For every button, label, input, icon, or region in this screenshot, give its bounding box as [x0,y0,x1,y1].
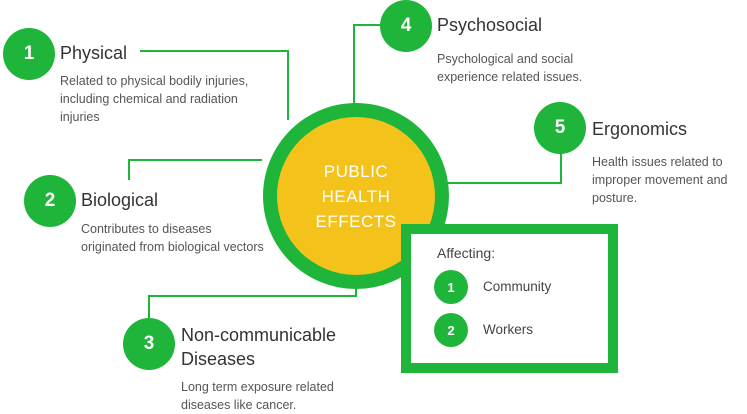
title-biological: Biological [81,190,159,210]
hub-inner: PUBLIC HEALTH EFFECTS [277,117,435,275]
title-physical: Physical [60,43,128,63]
affecting-label-workers: Workers [483,322,534,337]
desc-noncommunicable: Long term exposure related diseases like… [181,380,334,412]
desc-physical: Related to physical bodily injuries, inc… [60,74,249,124]
badge-3: 3 [123,318,175,370]
connector-biological [128,159,262,180]
affecting-badge-2: 2 [434,313,468,347]
connector-psychosocial [353,24,381,106]
title-noncommunicable: Non-communicable Diseases [181,325,337,369]
affecting-title: Affecting: [437,245,496,261]
affecting-box: Affecting: 1 Community 2 Workers [401,224,618,373]
hub-line-1: PUBLIC [323,161,389,181]
hub-circle: PUBLIC HEALTH EFFECTS [263,103,449,289]
desc-psychosocial: Psychological and social experience rela… [437,52,583,84]
hub-line-3: EFFECTS [315,211,397,231]
connector-noncommunicable [148,285,357,318]
badge-1: 1 [3,28,55,80]
hub-line-2: HEALTH [321,186,391,206]
badge-2: 2 [24,175,76,227]
hub-label: PUBLIC HEALTH EFFECTS [301,159,411,234]
affecting-badge-1: 1 [434,270,468,304]
desc-biological: Contributes to diseases originated from … [81,222,264,254]
badge-5: 5 [534,102,586,154]
title-ergonomics: Ergonomics [592,119,688,139]
desc-ergonomics: Health issues related to improper moveme… [592,155,728,205]
connector-physical [140,50,289,120]
badge-4: 4 [380,0,432,52]
affecting-label-community: Community [483,279,552,294]
connector-ergonomics [446,152,562,184]
title-psychosocial: Psychosocial [437,15,543,35]
